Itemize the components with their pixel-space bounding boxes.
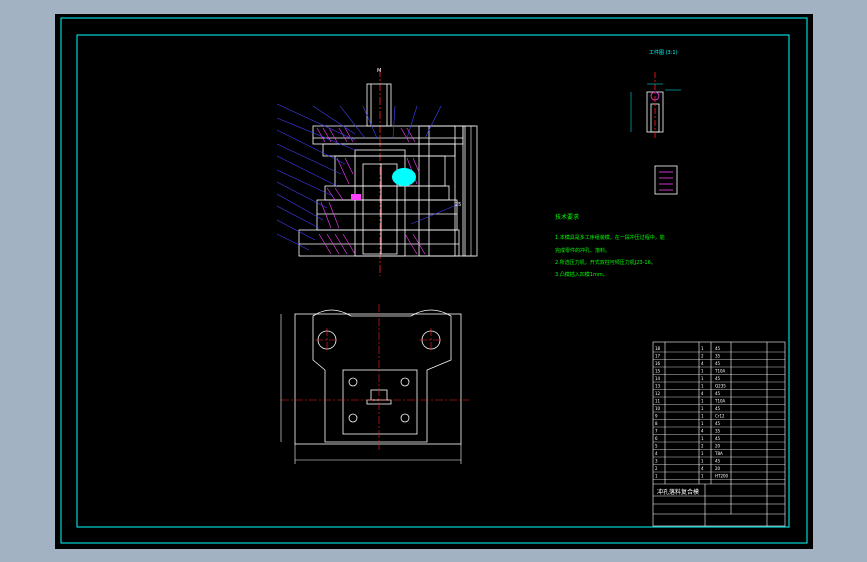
bom-cell-qty: 2 (701, 444, 704, 449)
note-line-1: 1.本模具是多工序组装模，在一段冲压过程中，能 (555, 234, 665, 241)
bom-cell-qty: 1 (701, 346, 704, 351)
bom-cell-qty: 4 (701, 391, 704, 396)
bom-cell-mat: 45 (715, 421, 721, 426)
bom-cell-qty: 1 (701, 451, 704, 456)
plan-dimensions (280, 314, 462, 464)
bom-cell-mat: 35 (715, 429, 721, 434)
bom-cell-qty: 4 (701, 361, 704, 366)
bom-cell-mat: T10A (714, 369, 726, 374)
bom-cell-mat: 45 (715, 346, 721, 351)
bom-cell-no: 6 (655, 436, 658, 441)
bom-cell-mat: 45 (715, 376, 721, 381)
bom-cell-mat: 45 (715, 459, 721, 464)
bom-cell-qty: 4 (701, 466, 704, 471)
bom-cell-no: 15 (655, 369, 661, 374)
front-section-view: M (298, 68, 478, 276)
bom-cell-no: 18 (655, 346, 661, 351)
note-line-4: 3.凸模插入凹模1mm。 (555, 271, 608, 278)
bom-cell-no: 11 (655, 399, 661, 404)
bom-cell-qty: 1 (701, 474, 704, 479)
bom-cell-mat: T10A (714, 399, 726, 404)
bom-cell-no: 17 (655, 354, 661, 359)
drawing-name: 冲孔落料复合模 (657, 488, 699, 496)
cad-viewport[interactable]: M (55, 14, 813, 549)
plan-view (294, 309, 462, 445)
top-label: M (377, 68, 381, 74)
bom-cell-no: 9 (655, 414, 658, 419)
bom-cell-no: 13 (655, 384, 661, 389)
bom-cell-mat: 20 (715, 444, 721, 449)
notes-title: 技术要求 (555, 213, 579, 221)
bom-cell-no: 16 (655, 361, 661, 366)
bom-cell-qty: 1 (701, 376, 704, 381)
bom-cell-qty: 1 (701, 436, 704, 441)
section-hatching (316, 127, 426, 255)
bom-cell-no: 3 (655, 459, 658, 464)
bom-cell-no: 12 (655, 391, 661, 396)
bom-cell-qty: 1 (701, 459, 704, 464)
part-view-title: 工件图 (3:1) (649, 49, 678, 56)
bom-cell-mat: 20 (715, 466, 721, 471)
bom-cell-no: 14 (655, 376, 661, 381)
bom-cell-no: 5 (655, 444, 658, 449)
bom-cell-mat: 45 (715, 361, 721, 366)
bom-cell-mat: Cr12 (715, 414, 725, 419)
bom-cell-qty: 1 (701, 399, 704, 404)
bom-cell-qty: 1 (701, 414, 704, 419)
part-dimensions (630, 83, 681, 132)
bom-cell-qty: 2 (701, 354, 704, 359)
bom-cell-no: 10 (655, 406, 661, 411)
inner-frame (76, 34, 790, 528)
balloon-leaders (276, 103, 460, 251)
bom-cell-qty: 1 (701, 384, 704, 389)
part-front-view (646, 72, 664, 138)
bom-cell-mat: 45 (715, 436, 721, 441)
part-side-view (654, 165, 678, 195)
spring-part (392, 168, 416, 186)
bom-cell-no: 8 (655, 421, 658, 426)
height-dimension (465, 125, 475, 257)
bom-cell-mat: 35 (715, 354, 721, 359)
bom-cell-qty: 4 (701, 429, 704, 434)
bom-cell-mat: 45 (715, 406, 721, 411)
bom-cell-qty: 1 (701, 406, 704, 411)
bom-cell-no: 1 (655, 474, 658, 479)
plan-centerlines (281, 304, 469, 450)
bom-cell-no: 7 (655, 429, 658, 434)
bom-cell-qty: 1 (701, 421, 704, 426)
note-line-2: 完成零件的冲孔、落料。 (555, 247, 610, 254)
bom-cell-qty: 1 (701, 369, 704, 374)
bom-cell-mat: HT200 (715, 474, 729, 479)
pin-part (351, 194, 361, 200)
bom-cell-no: 4 (655, 451, 658, 456)
side-label: 25 (455, 202, 461, 208)
bom-cell-no: 2 (655, 466, 658, 471)
note-line-3: 2.所选压力机，开式双柱可倾压力机J23-16。 (555, 259, 656, 266)
sheet-border (60, 17, 808, 544)
bill-of-materials (652, 341, 786, 527)
bom-cell-mat: Q235 (715, 384, 726, 389)
cad-drawing: M (60, 17, 808, 544)
bom-cell-mat: 45 (715, 391, 721, 396)
bom-cell-mat: T8A (714, 451, 723, 456)
